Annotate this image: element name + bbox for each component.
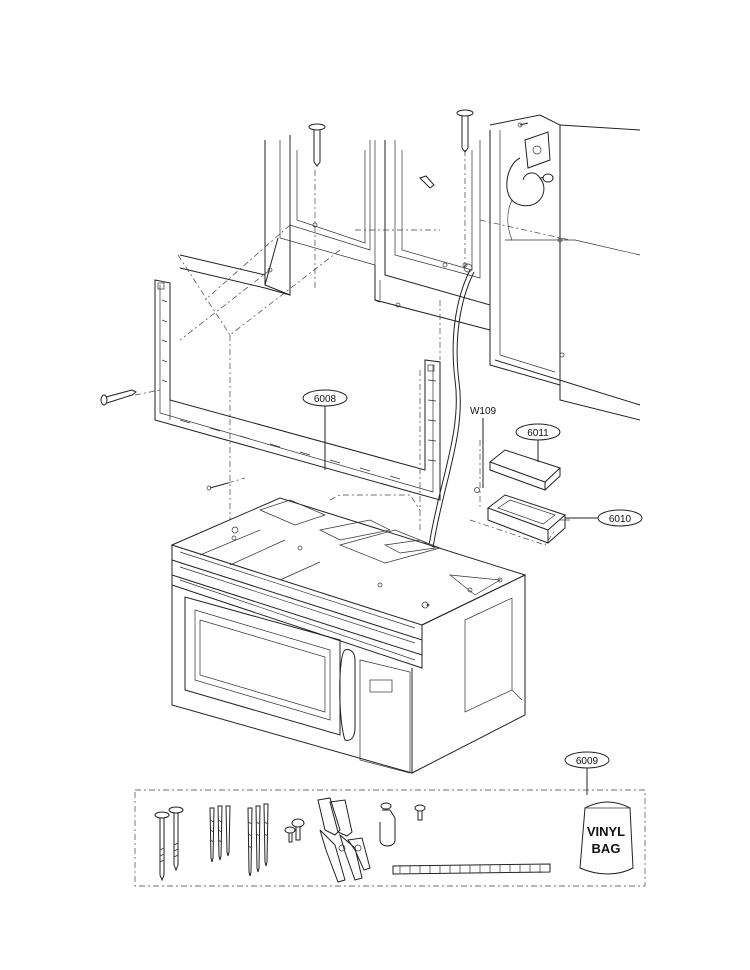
microwave-oven <box>170 497 527 774</box>
callout-6011: 6011 <box>515 423 561 441</box>
duct-cover-part <box>488 449 561 491</box>
vinyl-bag: VINYL BAG <box>579 801 634 875</box>
wood-screws <box>209 803 269 877</box>
small-machine-screws <box>284 818 305 843</box>
vinyl-bag-line1: VINYL <box>587 824 625 839</box>
top-screw-right <box>456 109 474 153</box>
spring-strip <box>392 863 551 875</box>
small-screw <box>209 482 229 489</box>
svg-text:W109: W109 <box>470 406 497 417</box>
alignment-lines <box>134 150 571 546</box>
long-bolts <box>154 806 184 882</box>
hardware-kit-box <box>134 789 646 887</box>
wall-cabinets <box>179 114 641 421</box>
callout-w109: W109 <box>470 406 497 417</box>
cable-clamp <box>379 802 426 847</box>
toggle-bolts <box>317 797 371 883</box>
svg-text:6011: 6011 <box>527 428 549 439</box>
svg-text:6010: 6010 <box>609 514 632 525</box>
vinyl-bag-line2: BAG <box>592 841 621 856</box>
top-screw-left <box>308 123 326 167</box>
callout-6010: 6010 <box>597 509 643 527</box>
power-cord <box>424 269 471 561</box>
svg-text:6008: 6008 <box>314 394 337 405</box>
power-cord-coil <box>506 157 554 241</box>
wall-outlet <box>517 122 551 169</box>
mounting-bracket-frame <box>154 279 441 501</box>
w109-screw <box>474 487 480 493</box>
callout-6009: 6009 <box>564 751 610 769</box>
side-screw <box>100 389 137 406</box>
duct-part <box>486 494 570 544</box>
wing-nut <box>419 175 435 189</box>
svg-text:6009: 6009 <box>576 756 599 767</box>
callout-6008: 6008 <box>302 389 348 407</box>
